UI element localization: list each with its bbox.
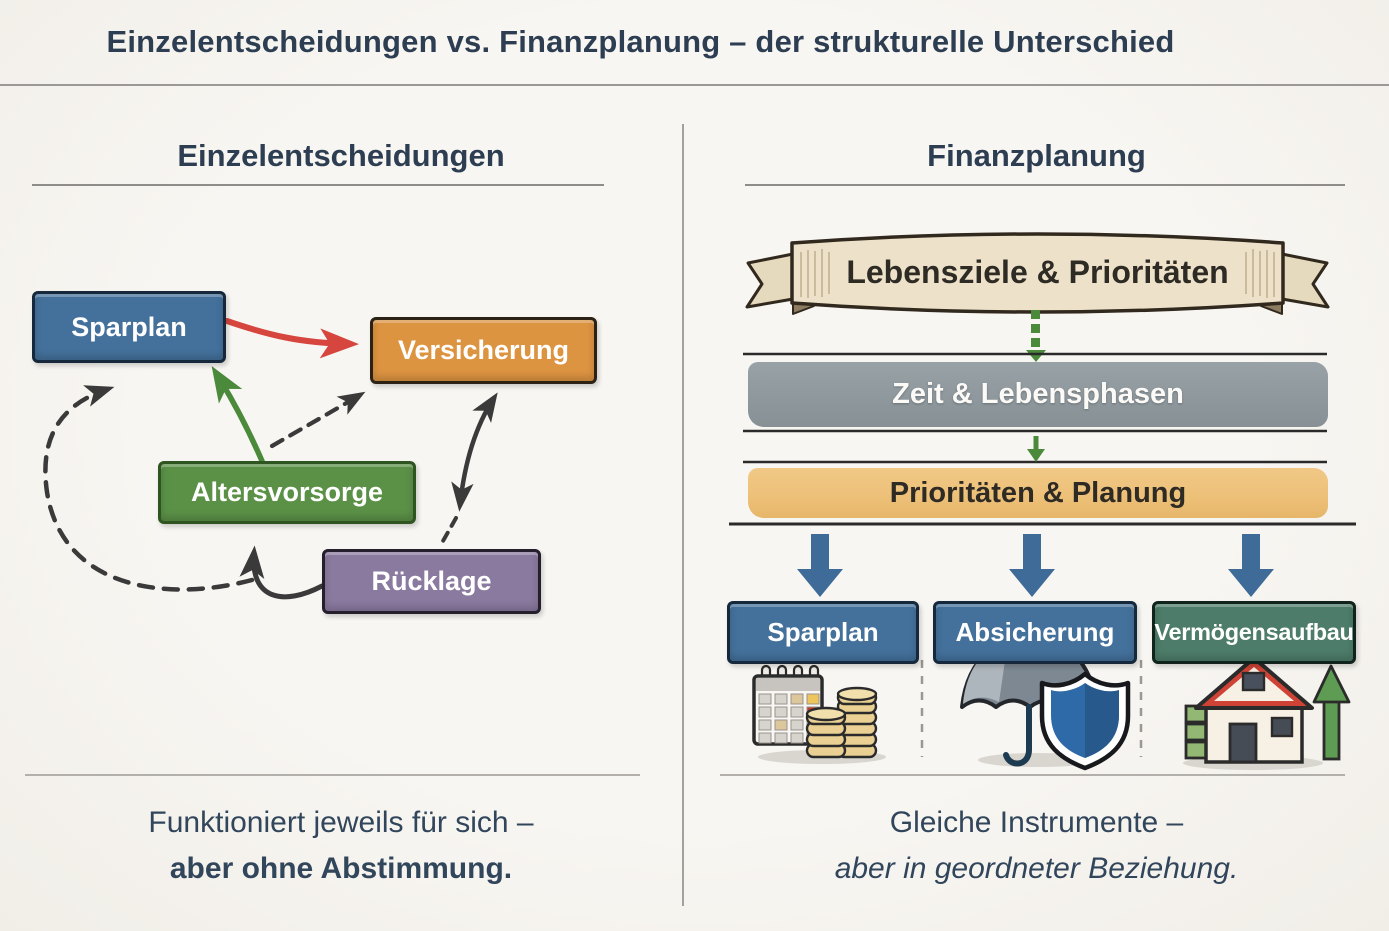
umbrella-shield-icon bbox=[960, 626, 1131, 771]
dashed-loop-arrow bbox=[43, 385, 255, 592]
right-heading-underline bbox=[745, 184, 1345, 186]
dashed-arrow-altersvorsorge-to-versicherung bbox=[269, 391, 366, 449]
layer-rules bbox=[729, 352, 1356, 526]
right-caption-line2: aber in geordneter Beziehung. bbox=[834, 852, 1239, 885]
red-arrow-sparplan-to-versicherung bbox=[224, 318, 359, 359]
house-growth-icon bbox=[1183, 656, 1351, 770]
green-arrow-altersvorsorge-to-sparplan bbox=[211, 366, 265, 464]
right-panel-heading: Finanzplanung bbox=[927, 138, 1146, 173]
sparplan-column-box: Sparplan bbox=[727, 601, 919, 664]
absicherung-column-box: Absicherung bbox=[933, 601, 1137, 664]
block-arrow-to-vermoegensaufbau bbox=[1228, 534, 1274, 597]
sparplan-box: Sparplan bbox=[32, 291, 226, 363]
calendar-coins-icon bbox=[752, 664, 886, 764]
banner-ribbon bbox=[745, 232, 1330, 315]
left-caption-divider bbox=[25, 774, 640, 776]
green-arrow-time-to-planning bbox=[1027, 436, 1045, 462]
right-caption-divider bbox=[720, 774, 1345, 776]
hook-arrow-ruecklage-to-altersvorsorge bbox=[239, 545, 325, 600]
page-title: Einzelentscheidungen vs. Finanzplanung –… bbox=[106, 24, 1175, 59]
left-panel-heading: Einzelentscheidungen bbox=[177, 138, 505, 173]
block-arrow-to-absicherung bbox=[1009, 534, 1055, 597]
left-heading-underline bbox=[32, 184, 604, 186]
versicherung-box: Versicherung bbox=[370, 317, 597, 384]
left-caption-line2: aber ohne Abstimmung. bbox=[169, 852, 513, 885]
altersvorsorge-box: Altersvorsorge bbox=[158, 461, 416, 524]
column-dividers bbox=[920, 660, 1143, 757]
panel-divider bbox=[682, 124, 684, 906]
layer-time-bar: Zeit & Lebensphasen bbox=[748, 362, 1328, 427]
right-caption: Gleiche Instrumente – aber in geordneter… bbox=[684, 800, 1389, 892]
right-caption-line1: Gleiche Instrumente – bbox=[889, 806, 1184, 839]
left-caption-line1: Funktioniert jeweils für sich – bbox=[148, 806, 534, 839]
left-caption: Funktioniert jeweils für sich – aber ohn… bbox=[0, 800, 682, 892]
banner-label: Lebensziele & Prioritäten bbox=[846, 253, 1229, 290]
layer-planning-bar: Prioritäten & Planung bbox=[748, 468, 1328, 518]
block-arrow-to-sparplan bbox=[797, 534, 843, 597]
header: Einzelentscheidungen vs. Finanzplanung –… bbox=[0, 0, 1389, 84]
header-divider bbox=[0, 84, 1389, 86]
vermoegensaufbau-column-box: Vermögensaufbau bbox=[1152, 601, 1356, 664]
ruecklage-box: Rücklage bbox=[322, 549, 541, 614]
double-arrow-versicherung-ruecklage bbox=[441, 392, 498, 543]
